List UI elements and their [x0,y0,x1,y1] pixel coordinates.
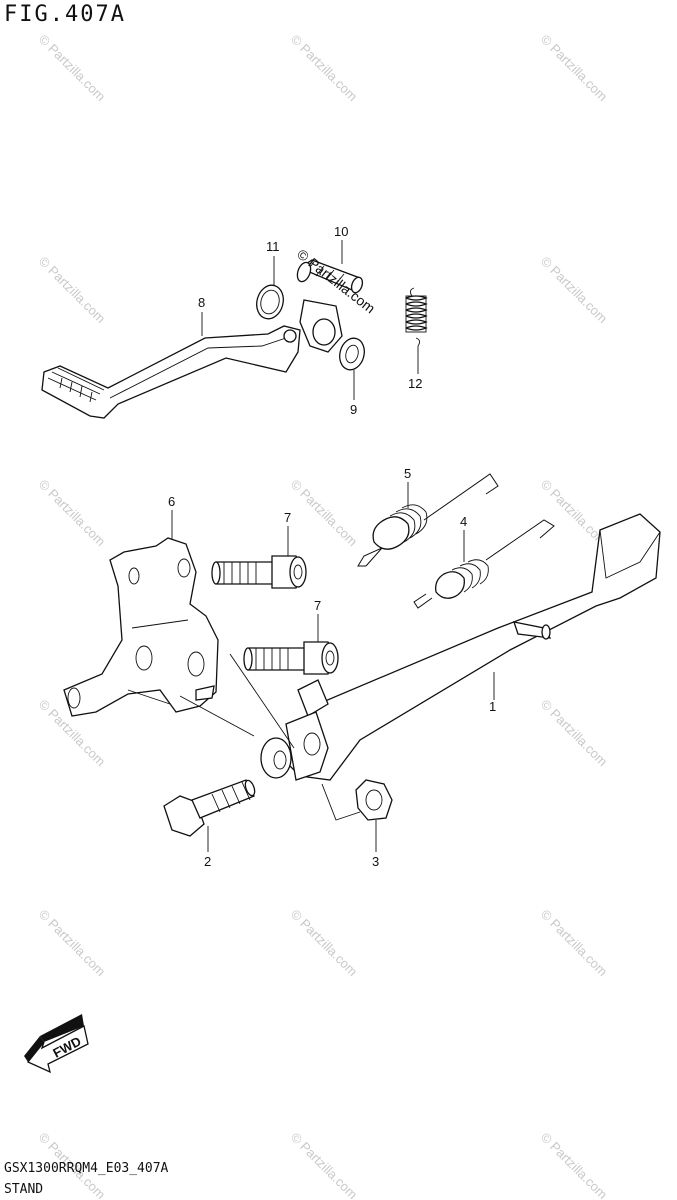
part-12-return-spring [405,287,428,347]
watermark: © Partzilla.com [538,32,611,105]
callout-9: 9 [350,402,357,417]
stand-pivot-spacer [260,737,292,779]
callout-10: 10 [334,224,348,239]
watermark: © Partzilla.com [36,32,109,105]
assembly-guide-lines [179,653,361,821]
part-8-shift-lever [41,325,301,419]
callout-5: 5 [404,466,411,481]
part-7-bolt-lower [243,641,339,675]
callout-11: 11 [266,239,280,254]
part-1-side-stand [283,513,661,781]
fwd-label: FWD [50,1034,83,1061]
watermark: © Partzilla.com [288,477,361,550]
part-3-nut [355,779,393,821]
callout-3: 3 [372,854,379,869]
watermark: © Partzilla.com [36,254,109,327]
watermark: © Partzilla.com [288,907,361,980]
watermark: © Partzilla.com [538,254,611,327]
part-9-washer [339,337,365,371]
figure-title: FIG.407A [4,2,126,27]
callout-4: 4 [460,514,467,529]
fwd-arrow-icon: FWD [24,1014,89,1074]
callout-6: 6 [168,494,175,509]
figure-section-name: STAND [4,1182,44,1197]
watermark: © Partzilla.com [36,477,109,550]
callout-leaders [171,240,495,852]
callout-8: 8 [198,295,205,310]
callout-labels: 1 2 3 4 5 6 7 7 8 9 10 11 12 [168,224,496,869]
watermark: © Partzilla.com [538,907,611,980]
watermark: © Partzilla.com [36,907,109,980]
callout-12: 12 [408,376,422,391]
callout-7-upper: 7 [284,510,291,525]
part-10-pivot-bolt [296,259,364,353]
part-2-pivot-bolt [163,779,256,837]
part-6-stand-bracket [63,537,219,717]
watermark: © Partzilla.com [288,32,361,105]
watermark: © Partzilla.com [538,1130,611,1200]
watermark: © Partzilla.com [538,697,611,770]
figure-code: GSX1300RRQM4_E03_407A [4,1161,169,1176]
callout-2: 2 [204,854,211,869]
part-4-spring [413,519,555,609]
part-5-large-spring [357,473,499,567]
part-11-circlip [256,284,284,320]
callout-7-lower: 7 [314,598,321,613]
watermark: © Partzilla.com [288,1130,361,1200]
callout-1: 1 [489,699,496,714]
part-7-bolt-upper [211,555,307,589]
